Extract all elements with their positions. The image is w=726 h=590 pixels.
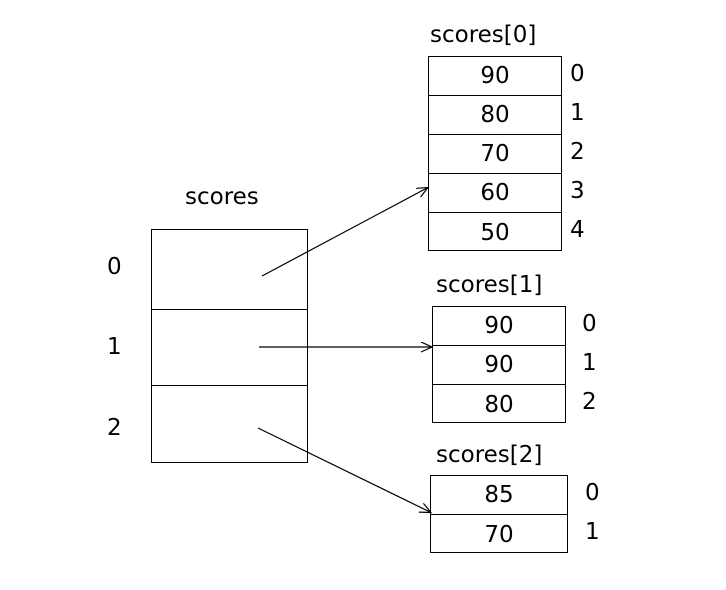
sub-array-2-cell-0[interactable]: 85 — [431, 476, 567, 515]
main-array-cell-1[interactable] — [152, 310, 307, 386]
sub-array-1-cell-1[interactable]: 90 — [433, 346, 565, 385]
sub-array-0-index-3: 3 — [570, 178, 585, 204]
sub-array-0-cell-4[interactable]: 50 — [480, 219, 510, 246]
sub-array-0-index-1: 1 — [570, 100, 585, 126]
sub-array-1-cell-0[interactable]: 90 — [433, 307, 565, 346]
sub-array-1-index-1: 1 — [582, 350, 597, 376]
sub-array-0-cell-3[interactable]: 60 — [429, 174, 561, 213]
main-row-index-2: 2 — [107, 415, 122, 441]
main-array-cell-0[interactable] — [152, 230, 307, 310]
sub-array-2-index-1: 1 — [585, 519, 600, 545]
sub-array-0-cell-1[interactable]: 80 — [429, 96, 561, 135]
main-row-index-1: 1 — [107, 334, 122, 360]
sub-array-2-title: scores[2] — [436, 442, 543, 468]
sub-array-2-index-0: 0 — [585, 480, 600, 506]
sub-array-0-index-4: 4 — [570, 217, 585, 243]
sub-array-2-box: 85 70 — [430, 475, 568, 553]
sub-array-2-cell-1[interactable]: 70 — [484, 521, 514, 548]
sub-array-1-index-2: 2 — [582, 389, 597, 415]
main-row-index-0: 0 — [107, 254, 122, 280]
sub-array-0-index-0: 0 — [570, 61, 585, 87]
sub-array-0-cell-2[interactable]: 70 — [429, 135, 561, 174]
sub-array-0-title: scores[0] — [430, 22, 537, 48]
sub-array-1-cell-2[interactable]: 80 — [484, 391, 514, 418]
main-array-box — [151, 229, 308, 463]
main-array-title: scores — [185, 184, 259, 210]
sub-array-0-cell-0[interactable]: 90 — [429, 57, 561, 96]
main-array-cell-2[interactable] — [152, 386, 307, 462]
sub-array-1-box: 90 90 80 — [432, 306, 566, 423]
sub-array-0-index-2: 2 — [570, 139, 585, 165]
sub-array-0-box: 90 80 70 60 50 — [428, 56, 562, 251]
sub-array-1-index-0: 0 — [582, 311, 597, 337]
sub-array-1-title: scores[1] — [436, 272, 543, 298]
